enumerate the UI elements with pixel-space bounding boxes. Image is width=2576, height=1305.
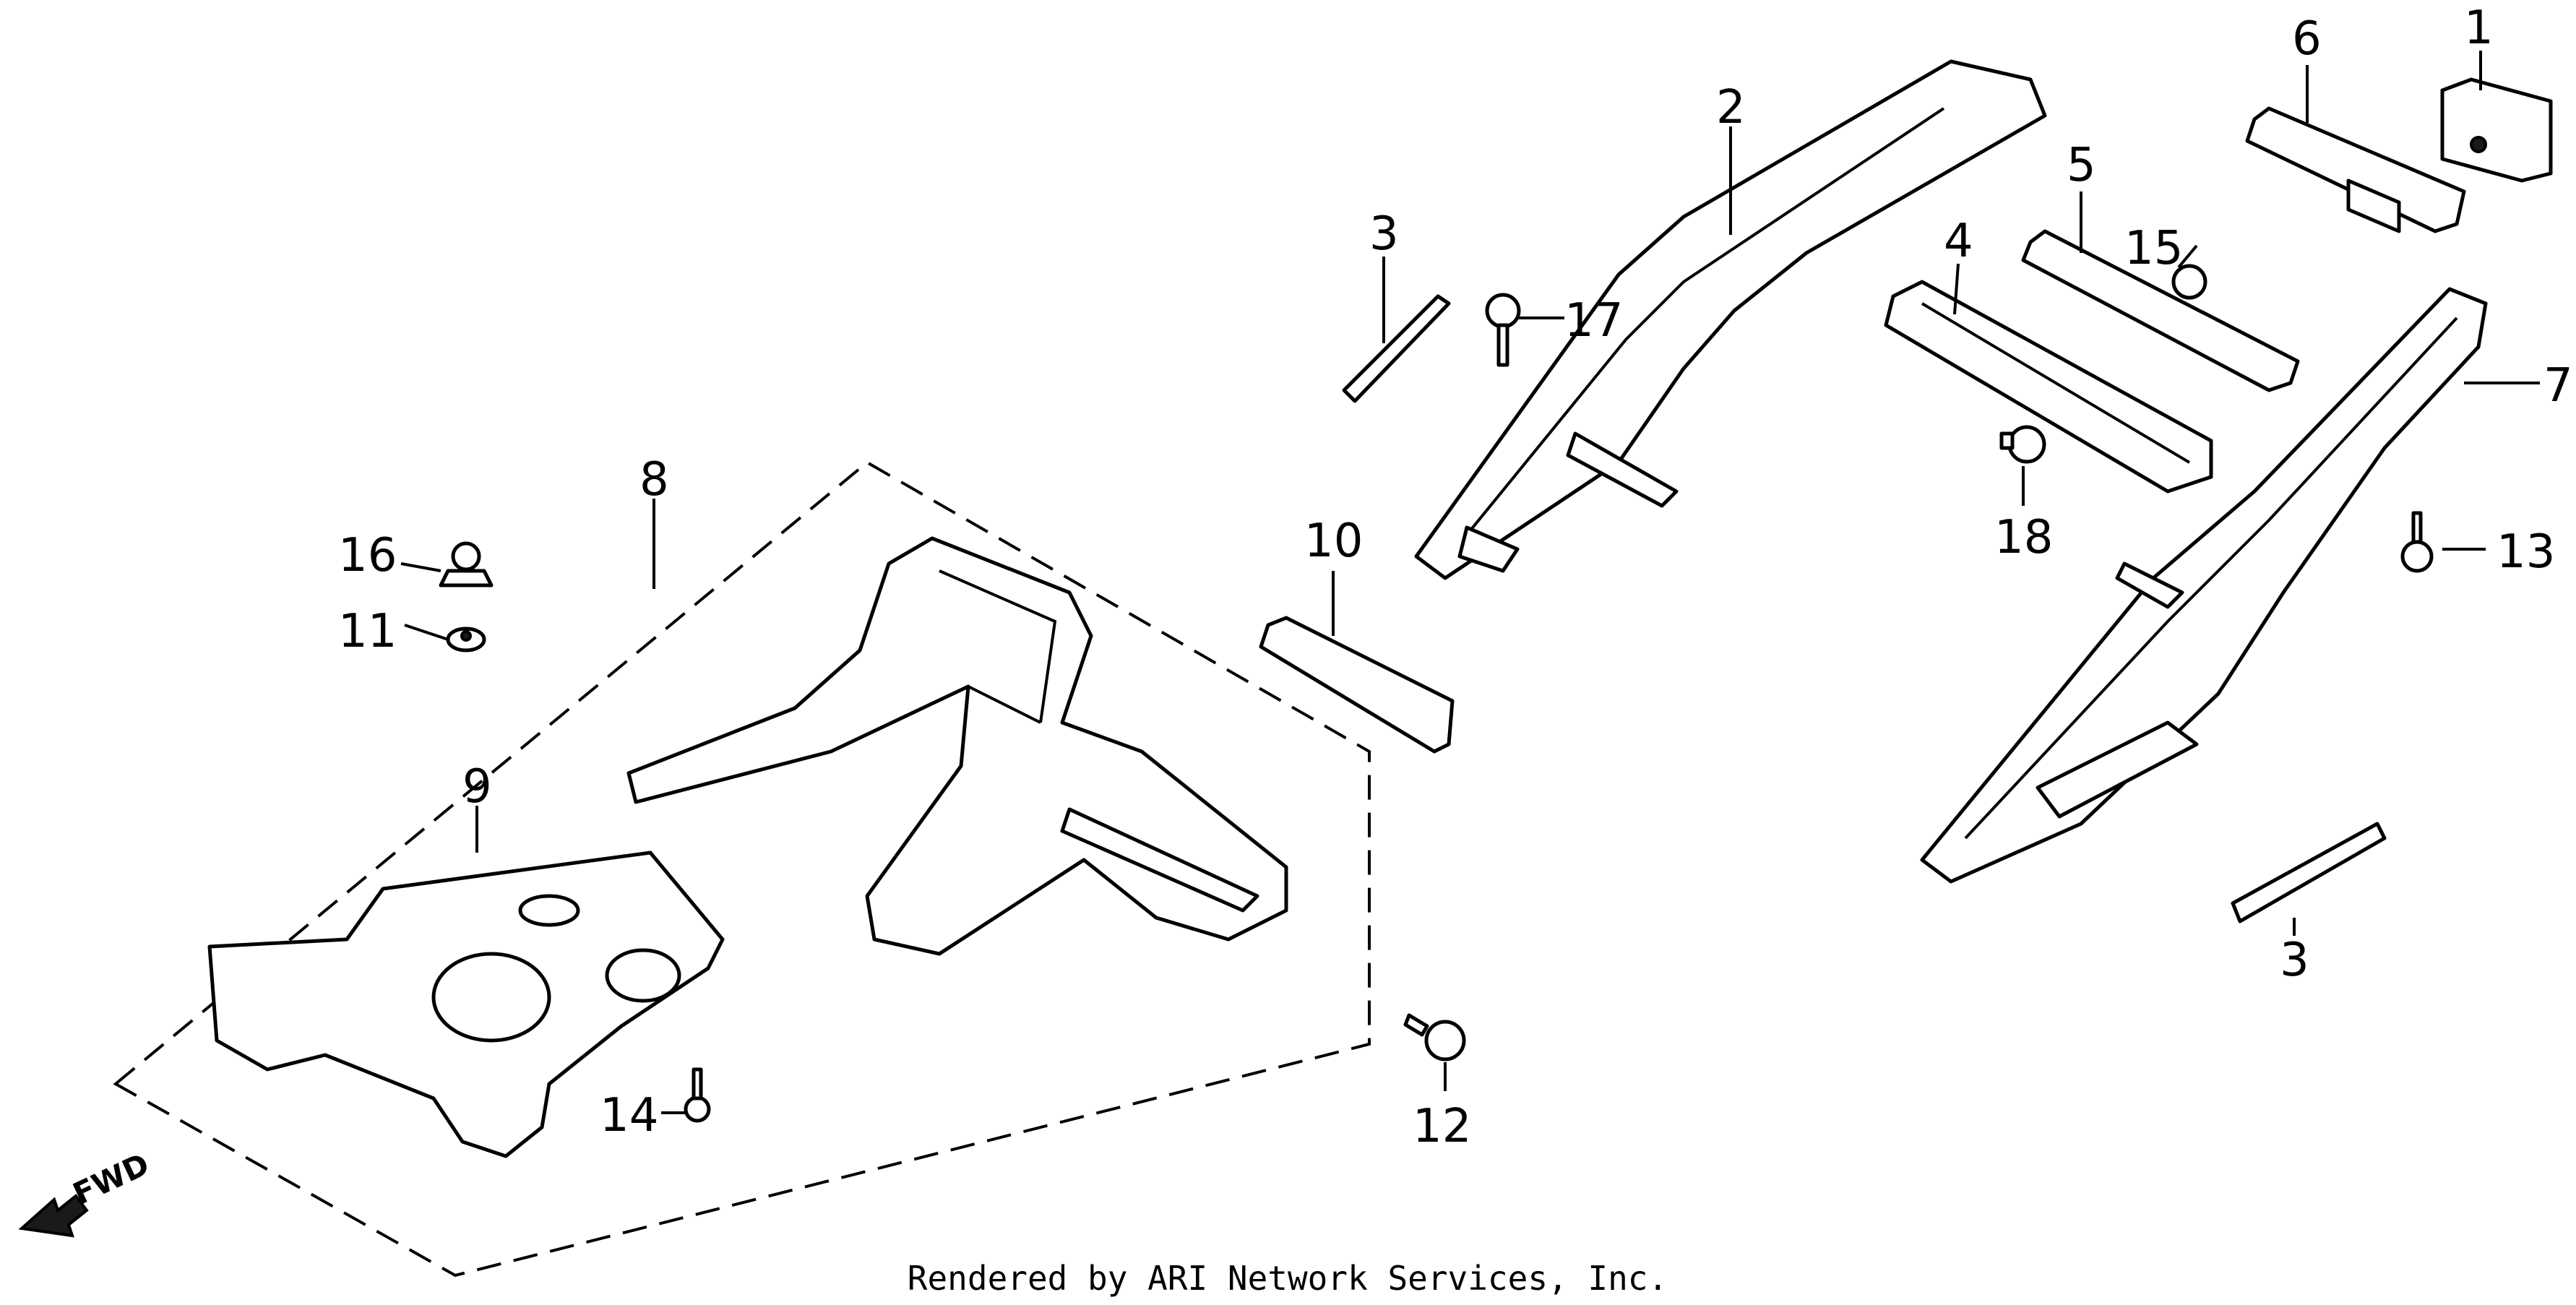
fwd-direction-indicator: FWD	[18, 1146, 155, 1238]
fastener-11-nut	[446, 626, 486, 652]
fastener-15-nut	[2171, 264, 2207, 300]
callout-16: 16	[338, 529, 397, 582]
callout-18: 18	[1994, 511, 2053, 564]
callout-15: 15	[2124, 222, 2183, 275]
callout-4: 4	[1944, 215, 1973, 268]
part-3-strip-upper	[1342, 294, 1451, 403]
callout-17: 17	[1564, 294, 1623, 348]
assembly-8-boundary	[113, 460, 1371, 1278]
callout-3-upper: 3	[1369, 207, 1399, 261]
fastener-17-bolt	[1485, 293, 1521, 367]
callout-13: 13	[2497, 525, 2555, 579]
callout-3-lower: 3	[2280, 934, 2309, 987]
part-6-bracket-bar	[2245, 106, 2466, 233]
callout-14: 14	[600, 1089, 658, 1142]
fastener-18-bolt	[1999, 425, 2046, 464]
callout-2: 2	[1716, 81, 1746, 134]
callout-12: 12	[1413, 1100, 1471, 1153]
part-5-crossbar	[2021, 229, 2300, 392]
part-8-rear-frame	[626, 536, 1288, 956]
part-4-crossmember	[1884, 280, 2213, 494]
callout-5: 5	[2067, 139, 2096, 192]
callout-11: 11	[338, 605, 397, 658]
fwd-label: FWD	[68, 1146, 155, 1212]
callout-6: 6	[2292, 12, 2322, 66]
fastener-12-bolt	[1403, 1013, 1466, 1061]
fastener-14-screw	[684, 1067, 711, 1123]
credit-text: Rendered by ARI Network Services, Inc.	[908, 1259, 1668, 1298]
callout-8: 8	[639, 453, 669, 507]
fastener-13-screw	[2400, 511, 2434, 573]
part-10-bar	[1259, 616, 1455, 754]
fastener-16-nut	[439, 541, 494, 587]
part-1-plate	[2440, 77, 2553, 183]
callout-7: 7	[2543, 359, 2573, 413]
callout-1: 1	[2464, 1, 2494, 55]
part-3-strip-lower	[2231, 822, 2387, 923]
callout-10: 10	[1304, 514, 1363, 568]
fwd-arrow-icon	[18, 1194, 89, 1238]
callout-9: 9	[462, 760, 492, 814]
